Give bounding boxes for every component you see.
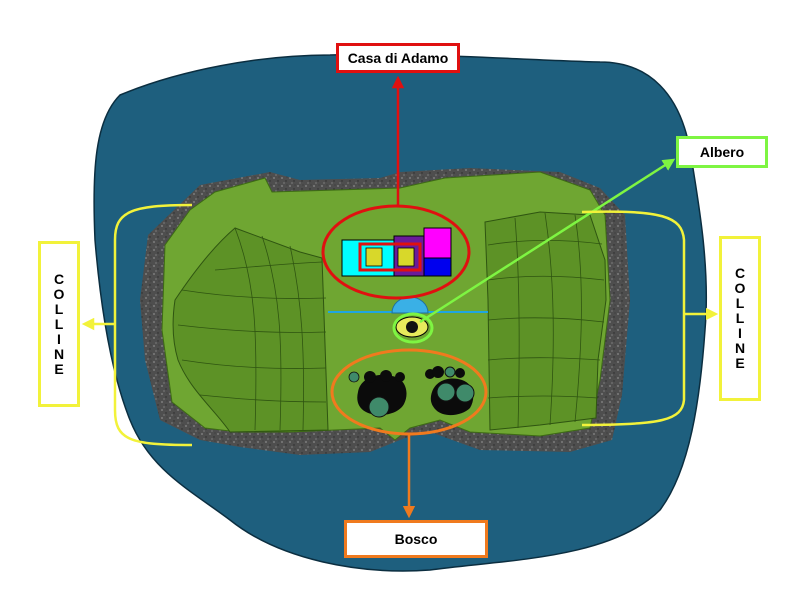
bosco-label: Bosco bbox=[344, 520, 488, 558]
casa-di-adamo-label: Casa di Adamo bbox=[336, 43, 460, 73]
adamo-house bbox=[341, 227, 452, 277]
colline-left-label: COLLINE bbox=[53, 270, 65, 377]
left-hills bbox=[172, 227, 329, 433]
colline-right-bracket bbox=[581, 210, 686, 427]
albero-arrow bbox=[419, 158, 676, 324]
colline-left-label-box: COLLINE bbox=[38, 241, 80, 407]
right-hills bbox=[484, 211, 607, 431]
colline-right-label-box: COLLINE bbox=[719, 236, 761, 401]
albero-highlight-ellipse bbox=[392, 312, 434, 344]
casa-highlight-ellipse bbox=[321, 204, 471, 300]
bosco-forest bbox=[348, 366, 475, 418]
albero-label: Albero bbox=[676, 136, 768, 168]
colline-right-label: COLLINE bbox=[734, 265, 746, 371]
